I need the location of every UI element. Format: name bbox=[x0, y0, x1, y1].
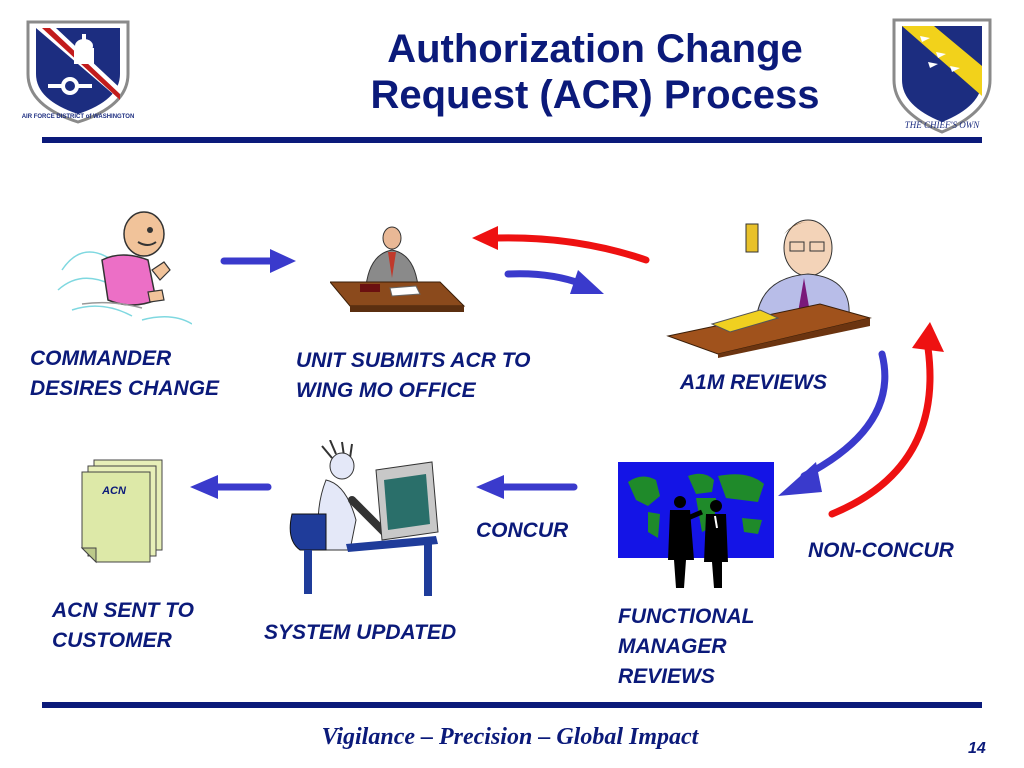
wing-logo-text: THE CHIEF'S OWN bbox=[905, 120, 980, 130]
page-title: Authorization Change Request (ACR) Proce… bbox=[290, 26, 900, 118]
functional-manager-illustration bbox=[618, 462, 778, 594]
functional-label: FUNCTIONAL MANAGER REVIEWS bbox=[618, 605, 755, 688]
header-divider bbox=[42, 137, 982, 143]
footer-divider bbox=[42, 702, 982, 708]
arrow-to-a1m bbox=[500, 264, 610, 304]
arrow-to-acn bbox=[184, 472, 274, 502]
return-arrow-red bbox=[466, 222, 656, 268]
non-concur-arrow-red bbox=[820, 318, 960, 528]
title-line-2: Request (ACR) Process bbox=[370, 73, 820, 117]
a1m-reviewer-illustration bbox=[660, 208, 880, 358]
non-concur-label: NON-CONCUR bbox=[808, 539, 954, 562]
concur-arrow bbox=[470, 472, 580, 502]
arrow-to-functional bbox=[770, 346, 910, 506]
arrow-to-unit bbox=[220, 246, 300, 276]
unit-desk-illustration bbox=[330, 220, 470, 320]
acn-label: ACN SENT TO CUSTOMER bbox=[52, 599, 194, 652]
acn-doc-label: ACN bbox=[101, 485, 127, 497]
unit-label: UNIT SUBMITS ACR TO WING MO OFFICE bbox=[296, 349, 531, 402]
acn-document-stack: ACN bbox=[78, 458, 178, 568]
commander-label: COMMANDER DESIRES CHANGE bbox=[30, 347, 220, 400]
system-label: SYSTEM UPDATED bbox=[264, 621, 457, 644]
afdw-logo-text: AIR FORCE DISTRICT of WASHINGTON bbox=[22, 114, 135, 120]
commander-illustration bbox=[52, 200, 192, 340]
page-number: 14 bbox=[968, 740, 986, 757]
system-operator-illustration bbox=[286, 440, 456, 600]
footer-motto: Vigilance – Precision – Global Impact bbox=[321, 724, 699, 750]
a1m-label: A1M REVIEWS bbox=[680, 371, 828, 394]
concur-label: CONCUR bbox=[476, 519, 569, 542]
afdw-logo: AIR FORCE DISTRICT of WASHINGTON bbox=[14, 14, 142, 126]
wing-logo: THE CHIEF'S OWN bbox=[884, 14, 1000, 136]
title-line-1: Authorization Change bbox=[387, 27, 803, 71]
